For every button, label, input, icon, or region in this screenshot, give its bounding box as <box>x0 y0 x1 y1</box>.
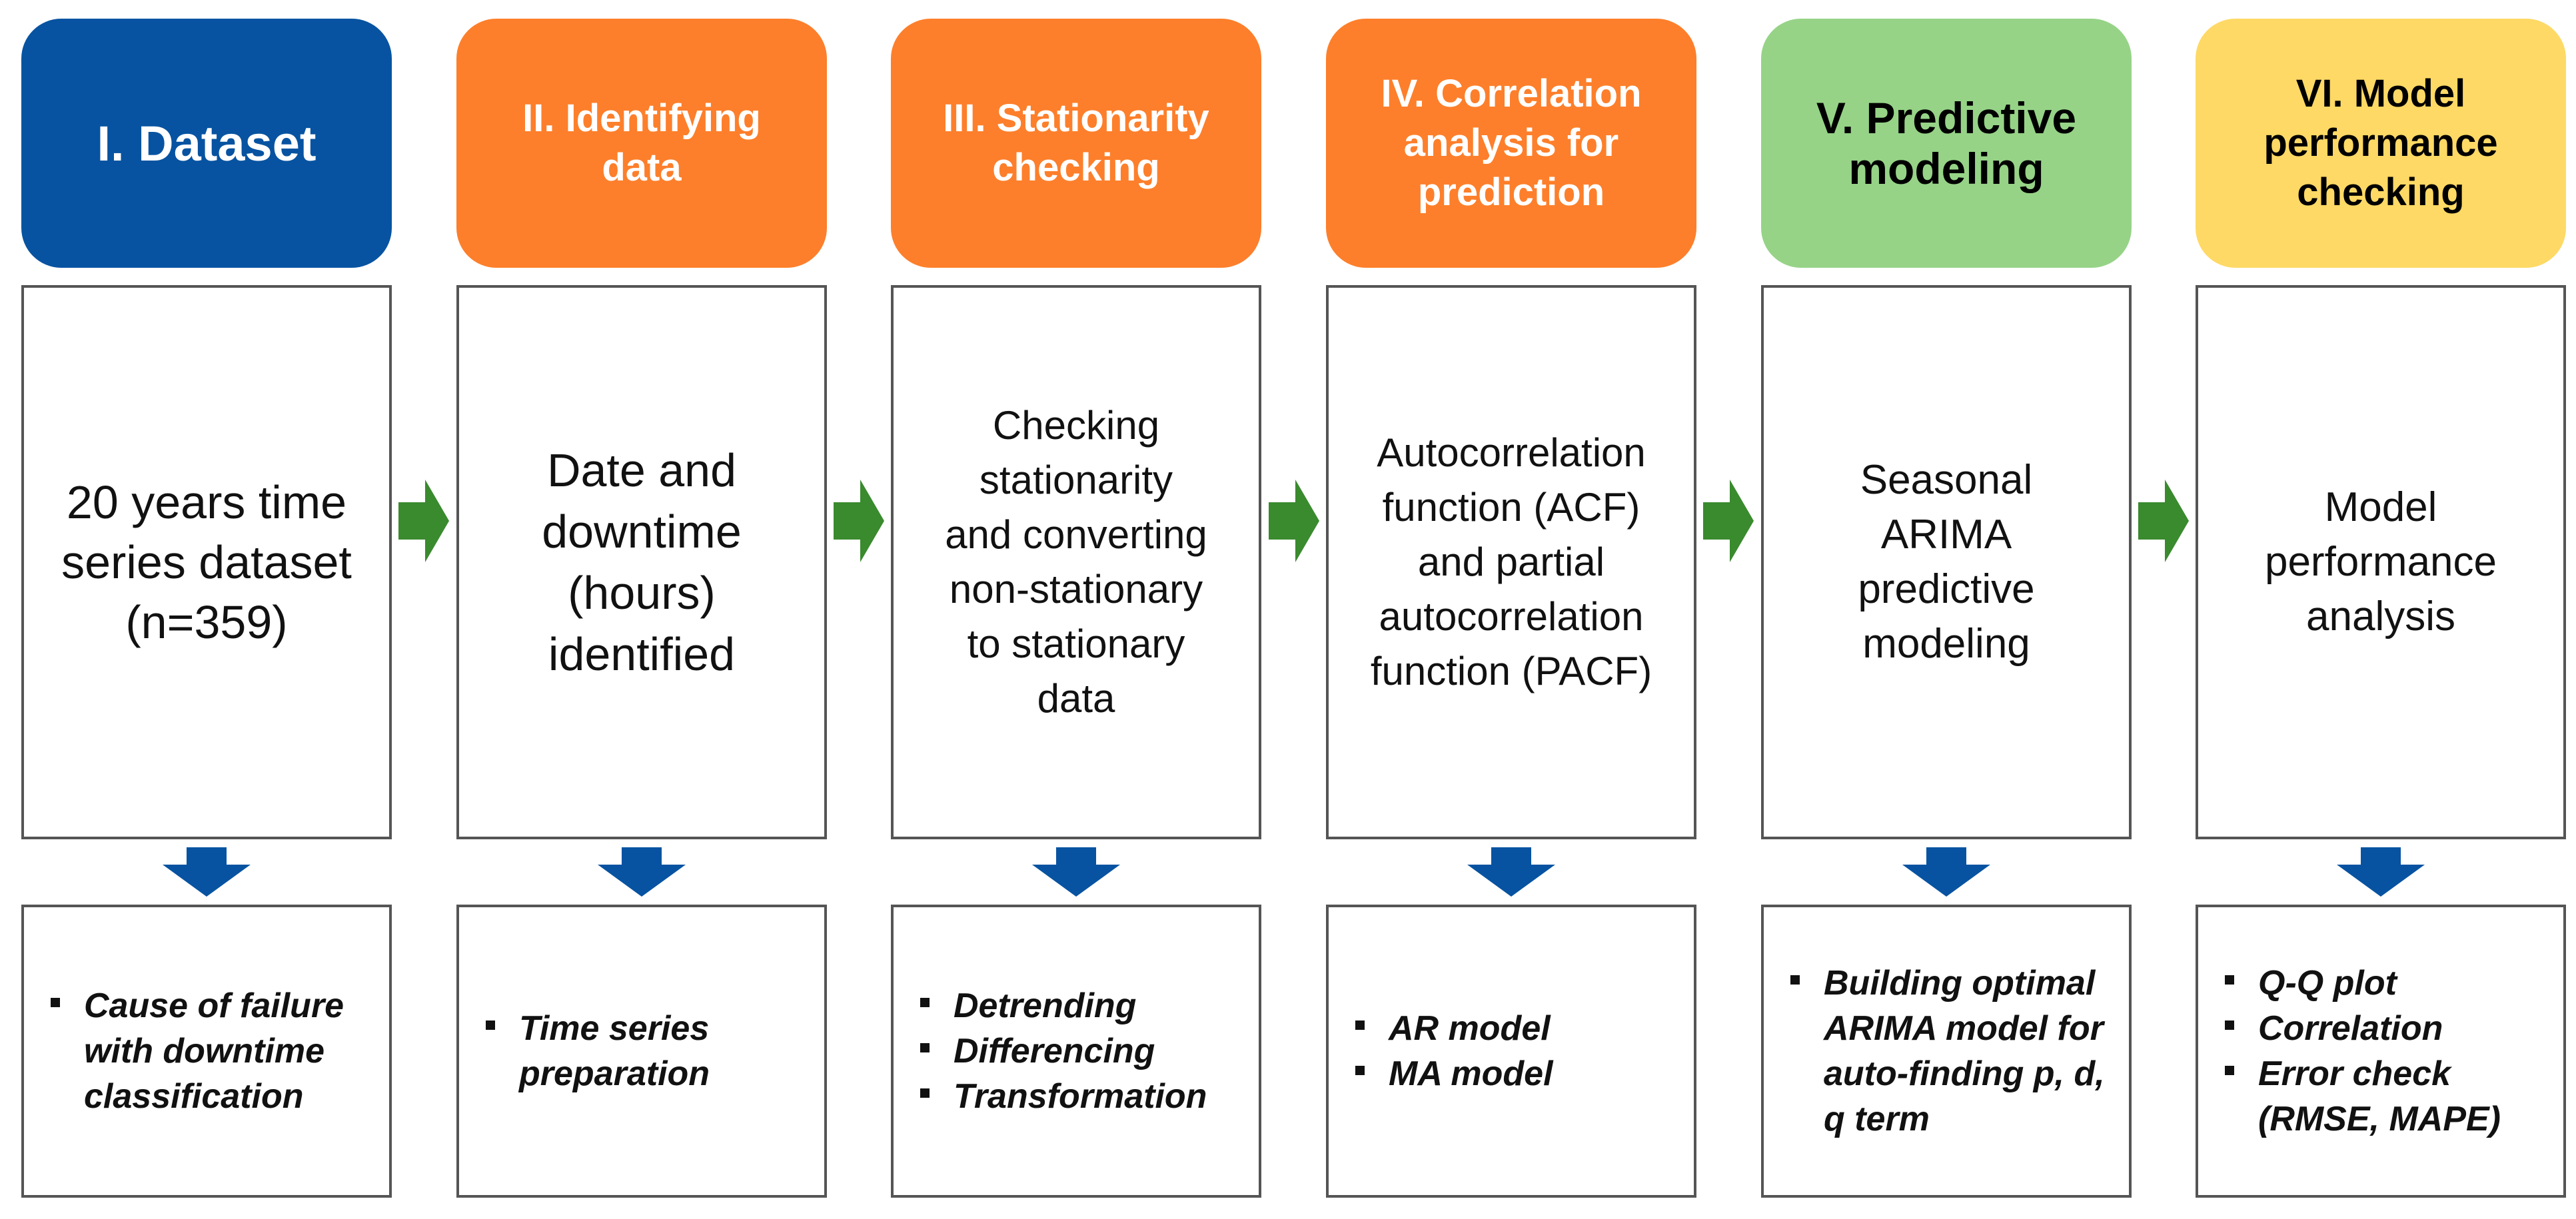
stage-4-header: IV. Correlation analysis for prediction <box>1326 19 1696 268</box>
stage-4-detail-item: AR model <box>1353 1006 1553 1051</box>
stage-3-title-line: checking <box>992 146 1160 189</box>
stage-6-title-line: performance <box>2263 121 2498 165</box>
down-arrow-icon <box>1032 847 1120 897</box>
stage-3-description-line: Checking <box>992 403 1160 448</box>
right-arrow-icon <box>834 480 884 562</box>
stage-5-title-line: modeling <box>1848 144 2044 193</box>
stage-5-details: Building optimal ARIMA model for auto-fi… <box>1761 905 2132 1198</box>
stage-1-description: 20 years time series dataset (n=359) <box>21 285 392 839</box>
stage-3-description-line: and converting <box>945 512 1207 557</box>
stage-4-description-line: autocorrelation <box>1379 594 1644 639</box>
stage-3-title-line: III. Stationarity <box>943 97 1209 140</box>
stage-1-details: Cause of failure with downtime classific… <box>21 905 392 1198</box>
stage-4-description-line: function (PACF) <box>1370 649 1652 693</box>
stage-4-title-line: prediction <box>1417 171 1605 214</box>
stage-3-description-line: data <box>1037 676 1115 721</box>
stage-2-title-line: data <box>602 146 682 189</box>
stage-4: IV. Correlation analysis for prediction … <box>1326 0 1696 1219</box>
stage-5-description-line: modeling <box>1862 621 2030 667</box>
right-arrow-icon <box>2138 480 2189 562</box>
stage-2-details: Time series preparation <box>456 905 827 1198</box>
stage-1-description-line: series dataset <box>61 536 352 588</box>
stage-3-header: III. Stationarity checking <box>891 19 1261 268</box>
down-arrow-icon <box>1467 847 1555 897</box>
stage-3-detail-item: Detrending <box>918 983 1207 1028</box>
stage-6-detail-item: Correlation <box>2222 1006 2545 1051</box>
stage-6-title-line: checking <box>2297 171 2465 214</box>
stage-1: I. Dataset 20 years time series dataset … <box>21 0 392 1219</box>
stage-4-detail-item: MA model <box>1353 1051 1553 1096</box>
stage-2-description-line: identified <box>548 628 736 680</box>
stage-5-description-line: ARIMA <box>1880 512 2012 558</box>
down-arrow-icon <box>1902 847 1990 897</box>
stage-4-description: Autocorrelation function (ACF) and parti… <box>1326 285 1696 839</box>
stage-5-header: V. Predictive modeling <box>1761 19 2132 268</box>
stage-3-description: Checking stationarity and converting non… <box>891 285 1261 839</box>
down-arrow-icon <box>598 847 686 897</box>
stage-3-details: Detrending Differencing Transformation <box>891 905 1261 1198</box>
stage-6-description-line: Model <box>2324 484 2437 530</box>
stage-3-description-line: to stationary <box>967 621 1185 666</box>
stage-4-description-line: and partial <box>1417 540 1605 584</box>
stage-5-detail-item: Building optimal ARIMA model for auto-fi… <box>1788 961 2110 1142</box>
stage-6-description: Model performance analysis <box>2196 285 2566 839</box>
stage-2: II. Identifying data Date and downtime (… <box>456 0 827 1219</box>
down-arrow-icon <box>2337 847 2425 897</box>
stage-4-details: AR model MA model <box>1326 905 1696 1198</box>
stage-5-description: Seasonal ARIMA predictive modeling <box>1761 285 2132 839</box>
stage-6-description-line: performance <box>2264 539 2497 585</box>
stage-3-description-line: non-stationary <box>949 567 1203 611</box>
stage-2-detail-item: Time series preparation <box>483 1006 806 1096</box>
stage-4-title-line: IV. Correlation <box>1381 72 1642 115</box>
down-arrow-icon <box>163 847 251 897</box>
right-arrow-icon <box>1703 480 1754 562</box>
stage-6-detail-item: Error check (RMSE, MAPE) <box>2222 1051 2545 1142</box>
stage-3-detail-item: Differencing <box>918 1028 1207 1074</box>
stage-6-title-line: VI. Model <box>2295 72 2466 115</box>
stage-2-description: Date and downtime (hours) identified <box>456 285 827 839</box>
stage-2-header: II. Identifying data <box>456 19 827 268</box>
stage-5-description-line: predictive <box>1858 566 2035 612</box>
stage-5: V. Predictive modeling Seasonal ARIMA pr… <box>1761 0 2132 1219</box>
stage-3: III. Stationarity checking Checking stat… <box>891 0 1261 1219</box>
stage-4-title-line: analysis for <box>1403 121 1619 165</box>
stage-6: VI. Model performance checking Model per… <box>2196 0 2566 1219</box>
stage-5-title-line: V. Predictive <box>1816 93 2077 143</box>
stage-2-description-line: (hours) <box>568 567 716 619</box>
stage-6-details: Q-Q plot Correlation Error check (RMSE, … <box>2196 905 2566 1198</box>
right-arrow-icon <box>398 480 449 562</box>
stage-1-title: I. Dataset <box>97 115 317 171</box>
stage-3-description-line: stationarity <box>979 458 1173 502</box>
stage-6-header: VI. Model performance checking <box>2196 19 2566 268</box>
stage-1-header: I. Dataset <box>21 19 392 268</box>
stage-4-description-line: function (ACF) <box>1382 485 1640 530</box>
stage-5-description-line: Seasonal <box>1860 457 2033 503</box>
stage-1-description-line: 20 years time <box>66 476 347 528</box>
stage-4-description-line: Autocorrelation <box>1377 430 1646 475</box>
stage-1-detail-item: Cause of failure with downtime classific… <box>48 983 370 1119</box>
stage-1-description-line: (n=359) <box>125 596 288 648</box>
stage-2-description-line: downtime <box>542 506 742 558</box>
stage-2-title-line: II. Identifying <box>522 97 761 140</box>
stage-6-detail-item: Q-Q plot <box>2222 961 2545 1006</box>
stage-2-description-line: Date and <box>546 444 737 496</box>
right-arrow-icon <box>1269 480 1319 562</box>
stage-6-description-line: analysis <box>2306 594 2455 639</box>
stage-3-detail-item: Transformation <box>918 1074 1207 1119</box>
